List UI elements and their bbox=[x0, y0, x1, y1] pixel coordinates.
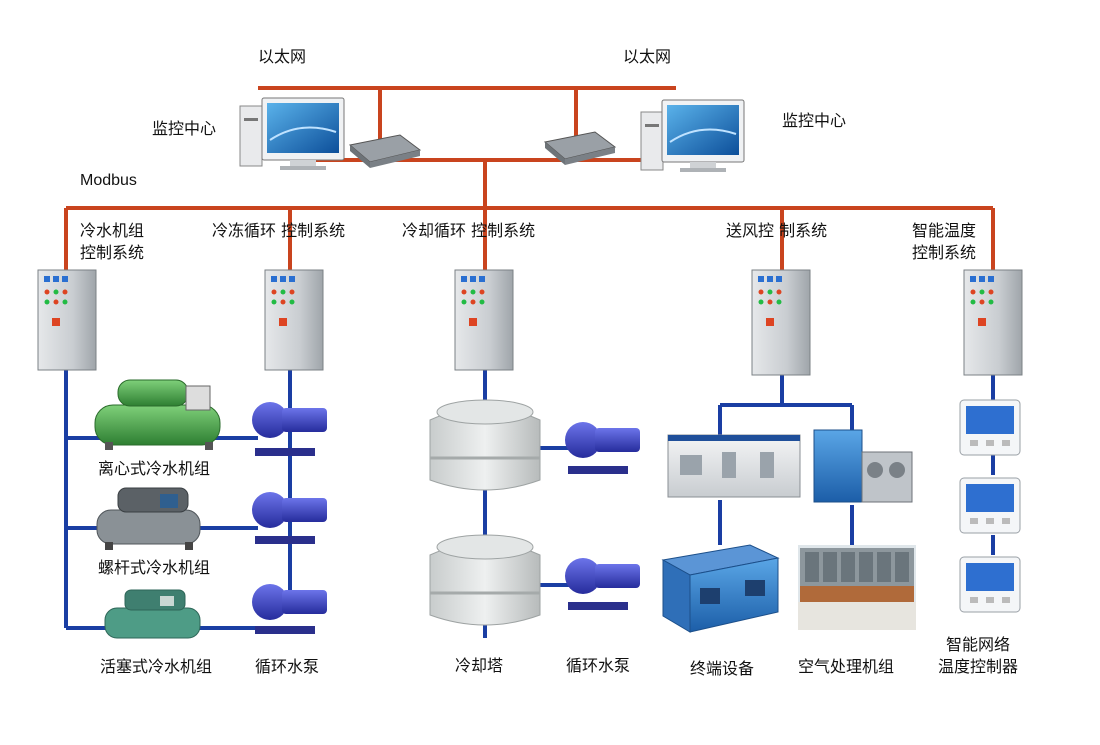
air-cooled-unit bbox=[813, 429, 913, 503]
circulation-pump-3 bbox=[252, 584, 327, 634]
control-cabinet-chiller bbox=[37, 269, 97, 371]
piston-chiller-image bbox=[104, 589, 201, 639]
monitoring-center-right bbox=[640, 99, 745, 172]
thermostat-2 bbox=[959, 477, 1021, 534]
circulation-pump-1 bbox=[252, 402, 327, 456]
control-cabinet-temperature bbox=[963, 269, 1023, 376]
monitoring-center-left bbox=[239, 97, 345, 170]
screw-chiller-label: 螺杆式冷水机组 bbox=[98, 558, 211, 577]
ethernet-label-left: 以太网 bbox=[258, 47, 307, 66]
circulation-pump-4 bbox=[565, 422, 640, 474]
control-system-air-supply-label: 送风控 制系统 bbox=[726, 221, 828, 240]
air-duct-unit bbox=[667, 434, 801, 498]
centrifugal-chiller-image bbox=[94, 379, 221, 450]
control-system-chilled-loop-label: 冷冻循环 控制系统 bbox=[212, 221, 346, 240]
circulation-pump-5 bbox=[565, 558, 640, 610]
monitoring-center-right-label: 监控中心 bbox=[782, 111, 847, 130]
control-system-temperature-label: 智能温度 控制系统 bbox=[912, 221, 977, 262]
circulation-pump-label-2: 循环水泵 bbox=[566, 656, 631, 675]
circulation-pump-label-1: 循环水泵 bbox=[255, 657, 320, 676]
circulation-pump-2 bbox=[252, 492, 327, 544]
control-system-cooling-loop-label: 冷却循环 控制系统 bbox=[402, 221, 536, 240]
cooling-tower-label: 冷却塔 bbox=[455, 656, 504, 675]
thermostat-1 bbox=[959, 399, 1021, 456]
screw-chiller-image bbox=[96, 487, 201, 550]
protocol-label: Modbus bbox=[80, 172, 137, 189]
ethernet-network bbox=[64, 86, 995, 270]
switch-right bbox=[543, 131, 617, 165]
control-cabinet-air-supply bbox=[751, 269, 811, 376]
cooling-tower-1 bbox=[429, 399, 541, 491]
terminal-equipment-image bbox=[661, 544, 780, 633]
thermostat-3 bbox=[959, 556, 1021, 613]
air-handling-unit-label: 空气处理机组 bbox=[798, 657, 895, 676]
air-handling-unit-image bbox=[798, 545, 916, 630]
thermostat-label: 智能网络 温度控制器 bbox=[938, 635, 1019, 676]
centrifugal-chiller-label: 离心式冷水机组 bbox=[98, 459, 211, 478]
terminal-equipment-label: 终端设备 bbox=[690, 659, 755, 678]
control-cabinet-chilled-loop bbox=[264, 269, 324, 371]
monitoring-center-left-label: 监控中心 bbox=[152, 119, 217, 138]
switch-left bbox=[348, 134, 422, 168]
piston-chiller-label: 活塞式冷水机组 bbox=[100, 657, 213, 676]
ethernet-label-right: 以太网 bbox=[623, 47, 672, 66]
cooling-tower-2 bbox=[429, 534, 541, 626]
control-cabinet-cooling-loop bbox=[454, 269, 514, 371]
control-system-chiller-label: 冷水机组 控制系统 bbox=[80, 221, 145, 262]
